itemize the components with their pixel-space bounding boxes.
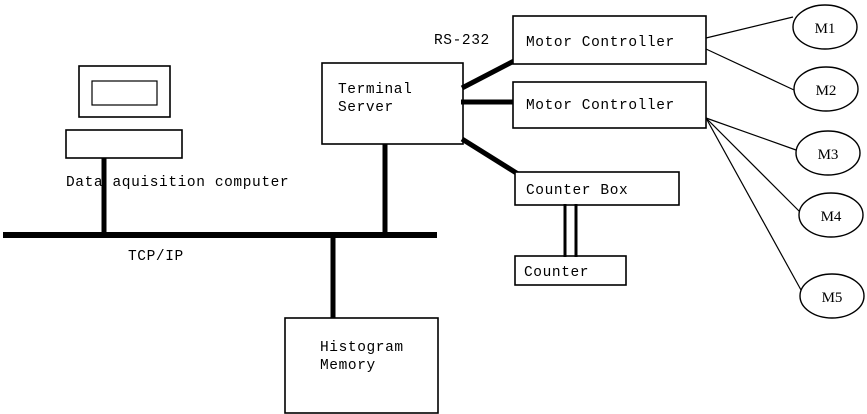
rs232-label: RS-232 <box>434 33 490 49</box>
motor-controller-2-label: Motor Controller <box>526 98 675 114</box>
motor-node-m3: M3 <box>795 130 861 176</box>
counter-box-group: Counter Box <box>514 171 680 206</box>
terminal-server-links-group: RS-232 <box>434 33 520 177</box>
counter-box-box <box>514 171 680 206</box>
motor-ellipse-m5 <box>799 273 865 319</box>
link-motor-controller-2-to-m5 <box>705 117 802 291</box>
motor-label-m5: M5 <box>822 290 843 306</box>
tcpip-bus-label: TCP/IP <box>128 249 184 265</box>
counter-group: Counter <box>514 204 627 286</box>
motor-ellipse-m2 <box>793 66 859 112</box>
histogram-memory-label-line2: Memory <box>320 358 376 374</box>
motor-controller-2-box <box>512 81 707 129</box>
histogram-memory-box <box>284 317 439 414</box>
computer-base-unit <box>65 129 183 159</box>
data-acquisition-computer-label: Data aquisition computer <box>66 175 289 191</box>
terminal-server-label-line1: Terminal <box>338 82 412 98</box>
motor-node-m5: M5 <box>799 273 865 319</box>
motor-label-m4: M4 <box>821 209 842 225</box>
motor-links-group <box>705 16 802 291</box>
motor-node-m4: M4 <box>798 192 864 238</box>
histogram-memory-group: Histogram Memory <box>284 317 439 414</box>
motor-label-m3: M3 <box>818 147 839 163</box>
monitor-screen <box>91 80 158 106</box>
terminal-server-group: Terminal Server <box>321 62 464 145</box>
counter-box-label: Counter Box <box>526 183 628 199</box>
motor-controller-1-group: Motor Controller <box>512 15 707 65</box>
motor-label-m1: M1 <box>815 21 836 37</box>
link-terminal-server-to-motor-controller-1 <box>460 58 516 91</box>
motor-controller-1-label: Motor Controller <box>526 35 675 51</box>
motor-controller-1-box <box>512 15 707 65</box>
link-motor-controller-2-to-m4 <box>705 117 801 213</box>
counter-box-device <box>514 255 627 286</box>
link-terminal-server-to-counter-box <box>460 136 520 177</box>
link-motor-controller-1-to-m1 <box>705 16 794 39</box>
link-motor-controller-2-to-m3 <box>705 117 797 151</box>
histogram-memory-label-line1: Histogram <box>320 340 404 356</box>
motor-ellipse-m1 <box>792 4 858 50</box>
terminal-server-box <box>321 62 464 145</box>
tcpip-bus-group: TCP/IP <box>3 144 437 318</box>
data-acquisition-computer-group: Data aquisition computer <box>65 65 289 191</box>
motor-node-m2: M2 <box>793 66 859 112</box>
link-motor-controller-1-to-m2 <box>705 48 795 91</box>
motor-ellipse-m3 <box>795 130 861 176</box>
counter-label: Counter <box>524 265 589 281</box>
motors-group: M1 M2 M3 M4 M5 <box>792 4 865 319</box>
terminal-server-label-line2: Server <box>338 100 394 116</box>
motor-ellipse-m4 <box>798 192 864 238</box>
motor-label-m2: M2 <box>816 83 837 99</box>
motor-node-m1: M1 <box>792 4 858 50</box>
motor-controller-2-group: Motor Controller <box>512 81 707 129</box>
